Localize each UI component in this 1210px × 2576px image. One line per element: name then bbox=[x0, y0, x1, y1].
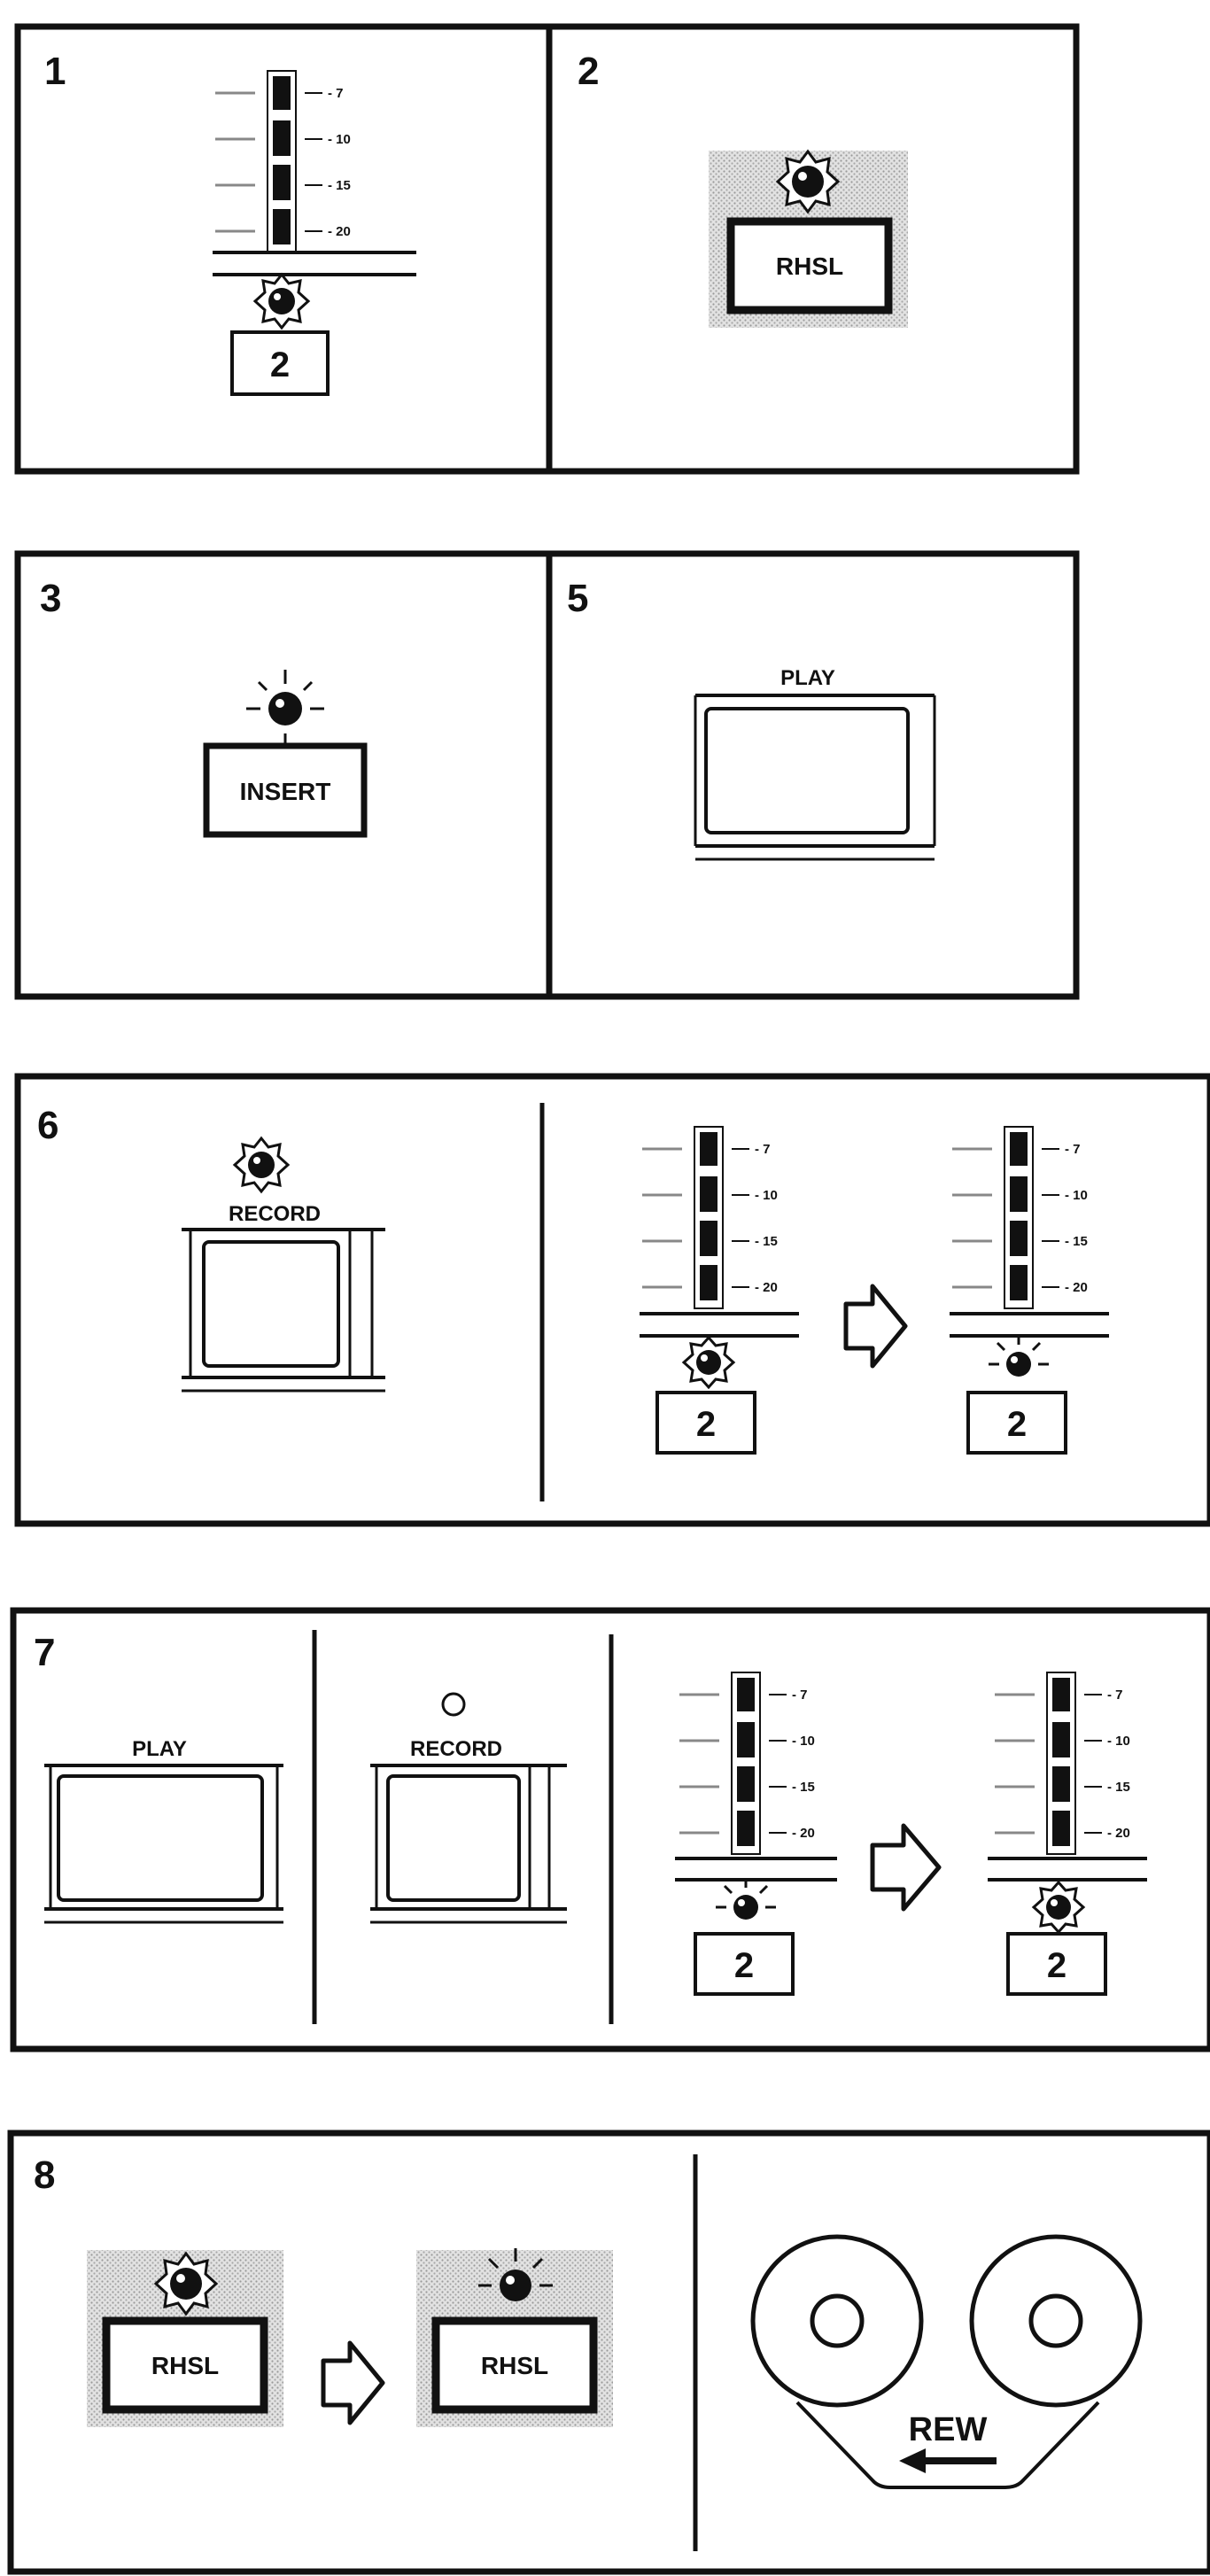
reel-icon bbox=[969, 2234, 1143, 2408]
rhsl-button bbox=[102, 2316, 268, 2414]
tick-label: - 7 bbox=[1107, 1688, 1123, 1703]
channel-button bbox=[966, 1391, 1067, 1455]
step-number-1: 1 bbox=[44, 50, 66, 93]
rhsl-button-label: RHSL bbox=[151, 2352, 219, 2379]
record-label: RECORD bbox=[229, 1202, 321, 1226]
record-label: RECORD bbox=[410, 1737, 502, 1761]
frame-row-5 bbox=[7, 2130, 1210, 2575]
step-number-3: 3 bbox=[40, 577, 61, 620]
frame-row-4 bbox=[10, 1607, 1210, 2052]
play-button bbox=[57, 1774, 264, 1902]
rhsl-button bbox=[726, 217, 893, 314]
channel-button bbox=[230, 330, 330, 396]
lamp-blinking-icon bbox=[478, 2248, 553, 2301]
tick-label: - 15 bbox=[1107, 1780, 1130, 1795]
tick-label: - 7 bbox=[792, 1688, 808, 1703]
channel-button-label: 2 bbox=[696, 1405, 716, 1444]
rewind-arrow-icon bbox=[899, 2448, 997, 2473]
level-meter: - 7 - 10 - 15 - 20 bbox=[215, 70, 351, 253]
insert-button-label: INSERT bbox=[240, 778, 331, 805]
rew-label: REW bbox=[909, 2411, 988, 2448]
tick-label: - 10 bbox=[328, 132, 351, 147]
tick-label: - 20 bbox=[755, 1280, 778, 1295]
record-button bbox=[386, 1774, 521, 1902]
play-label: PLAY bbox=[132, 1737, 187, 1761]
frame-row-3 bbox=[14, 1073, 1210, 1527]
step-number-5: 5 bbox=[567, 577, 588, 620]
tick-label: - 20 bbox=[1107, 1826, 1130, 1841]
level-meter: - 7 - 10 - 15 - 20 bbox=[952, 1126, 1088, 1309]
tick-label: - 10 bbox=[1107, 1734, 1130, 1749]
tick-label: - 15 bbox=[1065, 1234, 1088, 1249]
arrow-right-icon bbox=[321, 2340, 385, 2425]
step-number-6: 6 bbox=[37, 1104, 58, 1147]
tick-label: - 7 bbox=[328, 86, 344, 101]
lamp-on-icon bbox=[681, 1335, 736, 1390]
reel-icon bbox=[750, 2234, 924, 2408]
step-number-7: 7 bbox=[34, 1631, 55, 1674]
tick-label: - 10 bbox=[755, 1188, 778, 1203]
lamp-blinking-icon bbox=[246, 670, 324, 744]
play-label: PLAY bbox=[780, 666, 835, 690]
level-meter: - 7 - 10 - 15 - 20 bbox=[679, 1672, 815, 1855]
tick-label: - 15 bbox=[792, 1780, 815, 1795]
record-button bbox=[202, 1240, 340, 1368]
rhsl-button-label: RHSL bbox=[481, 2352, 548, 2379]
tick-label: - 10 bbox=[1065, 1188, 1088, 1203]
lamp-blinking-icon bbox=[989, 1338, 1049, 1377]
tick-label: - 20 bbox=[792, 1826, 815, 1841]
lamp-off-icon bbox=[441, 1692, 466, 1717]
rhsl-button bbox=[431, 2316, 598, 2414]
tick-label: - 10 bbox=[792, 1734, 815, 1749]
tick-label: - 15 bbox=[328, 178, 351, 193]
tape-path bbox=[795, 2401, 1100, 2489]
channel-button-label: 2 bbox=[1007, 1405, 1027, 1444]
tick-label: - 20 bbox=[328, 224, 351, 239]
channel-button-label: 2 bbox=[270, 345, 290, 384]
channel-button bbox=[1006, 1932, 1107, 1996]
tick-label: - 7 bbox=[755, 1142, 771, 1157]
play-button bbox=[704, 707, 910, 834]
arrow-right-icon bbox=[870, 1823, 942, 1912]
arrow-right-icon bbox=[843, 1284, 908, 1369]
channel-button-label: 2 bbox=[734, 1946, 754, 1985]
rhsl-button-label: RHSL bbox=[776, 252, 843, 280]
lamp-on-icon bbox=[1031, 1880, 1086, 1935]
lamp-on-icon bbox=[153, 2251, 219, 2316]
tick-label: - 7 bbox=[1065, 1142, 1081, 1157]
channel-button-label: 2 bbox=[1047, 1946, 1067, 1985]
lamp-blinking-icon bbox=[716, 1881, 776, 1920]
tick-label: - 15 bbox=[755, 1234, 778, 1249]
level-meter: - 7 - 10 - 15 - 20 bbox=[642, 1126, 778, 1309]
step-number-8: 8 bbox=[34, 2153, 55, 2197]
tick-label: - 20 bbox=[1065, 1280, 1088, 1295]
lamp-on-icon bbox=[232, 1136, 291, 1194]
channel-button bbox=[694, 1932, 795, 1996]
insert-button bbox=[203, 742, 368, 838]
step-number-2: 2 bbox=[578, 50, 599, 93]
lamp-on-icon bbox=[775, 149, 841, 214]
level-meter: - 7 - 10 - 15 - 20 bbox=[995, 1672, 1130, 1855]
channel-button bbox=[655, 1391, 756, 1455]
lamp-on-icon bbox=[252, 272, 311, 330]
